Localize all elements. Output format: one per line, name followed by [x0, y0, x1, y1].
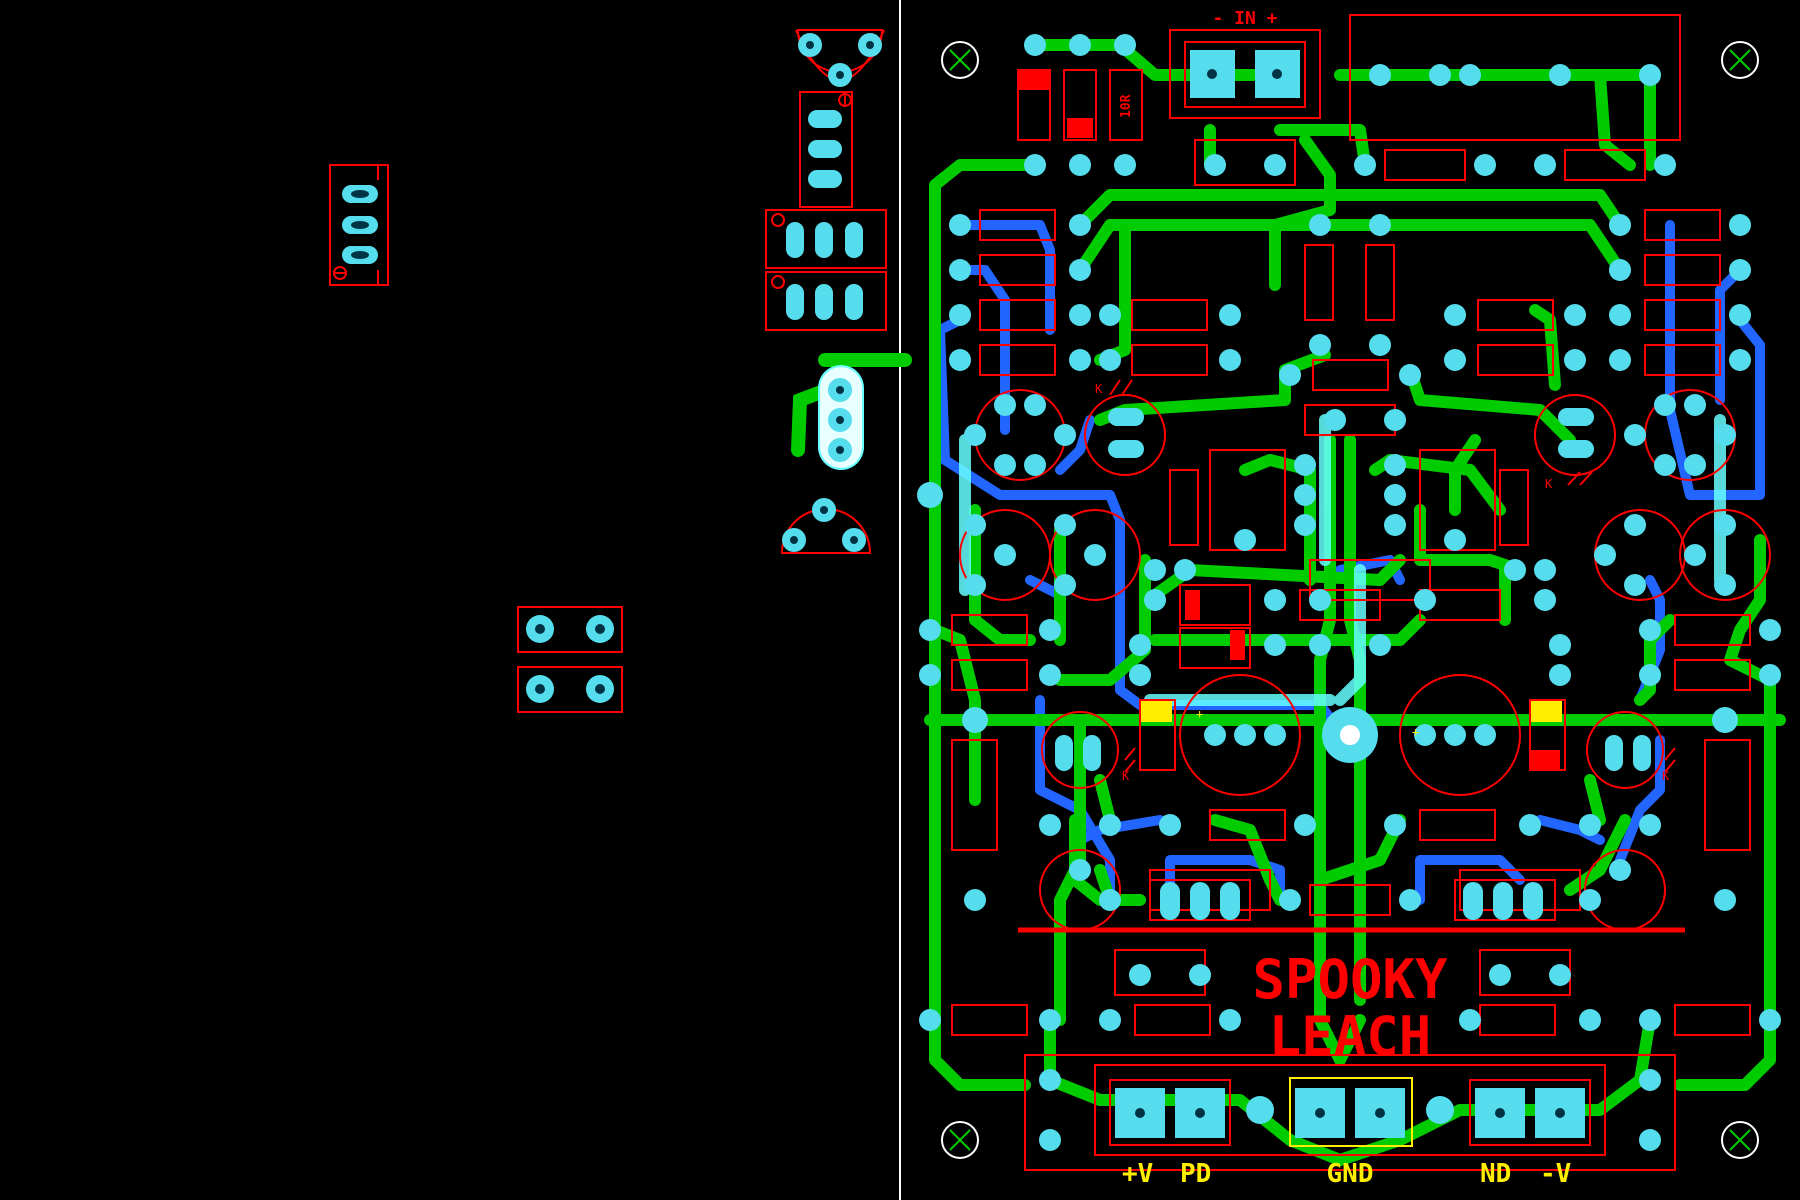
power-label-plus-v: +V — [1122, 1159, 1153, 1189]
main-board — [917, 14, 1786, 1171]
top-copper — [924, 39, 1786, 1166]
two-pin-block — [517, 606, 623, 653]
input-label: - IN + — [1212, 8, 1277, 29]
board-title-line2: LEACH — [1269, 1005, 1432, 1068]
led-mark-k: K — [1545, 477, 1553, 491]
board-title-line1: SPOOKY — [1252, 948, 1448, 1011]
pads — [917, 34, 1781, 1151]
led-mark-k: K — [1095, 382, 1103, 396]
diode-markers — [1018, 70, 1560, 770]
led-mark-k: K — [1662, 769, 1670, 783]
power-label-nd: ND — [1480, 1159, 1511, 1189]
led-mark-k: K — [1122, 769, 1130, 783]
power-label-gnd: GND — [1327, 1159, 1374, 1189]
power-label-pd: PD — [1180, 1159, 1211, 1189]
two-pin-block — [517, 666, 623, 713]
left-parts — [329, 29, 912, 713]
mounting-hole-icon — [941, 41, 1759, 1159]
resistor-label-10r: 10R — [1119, 94, 1134, 118]
plus-mark: + — [1196, 707, 1203, 721]
plus-mark: + — [1412, 725, 1419, 739]
led-arrow-icon — [1109, 379, 1676, 773]
power-label-minus-v: -V — [1540, 1159, 1571, 1189]
connector-outline — [329, 164, 389, 286]
